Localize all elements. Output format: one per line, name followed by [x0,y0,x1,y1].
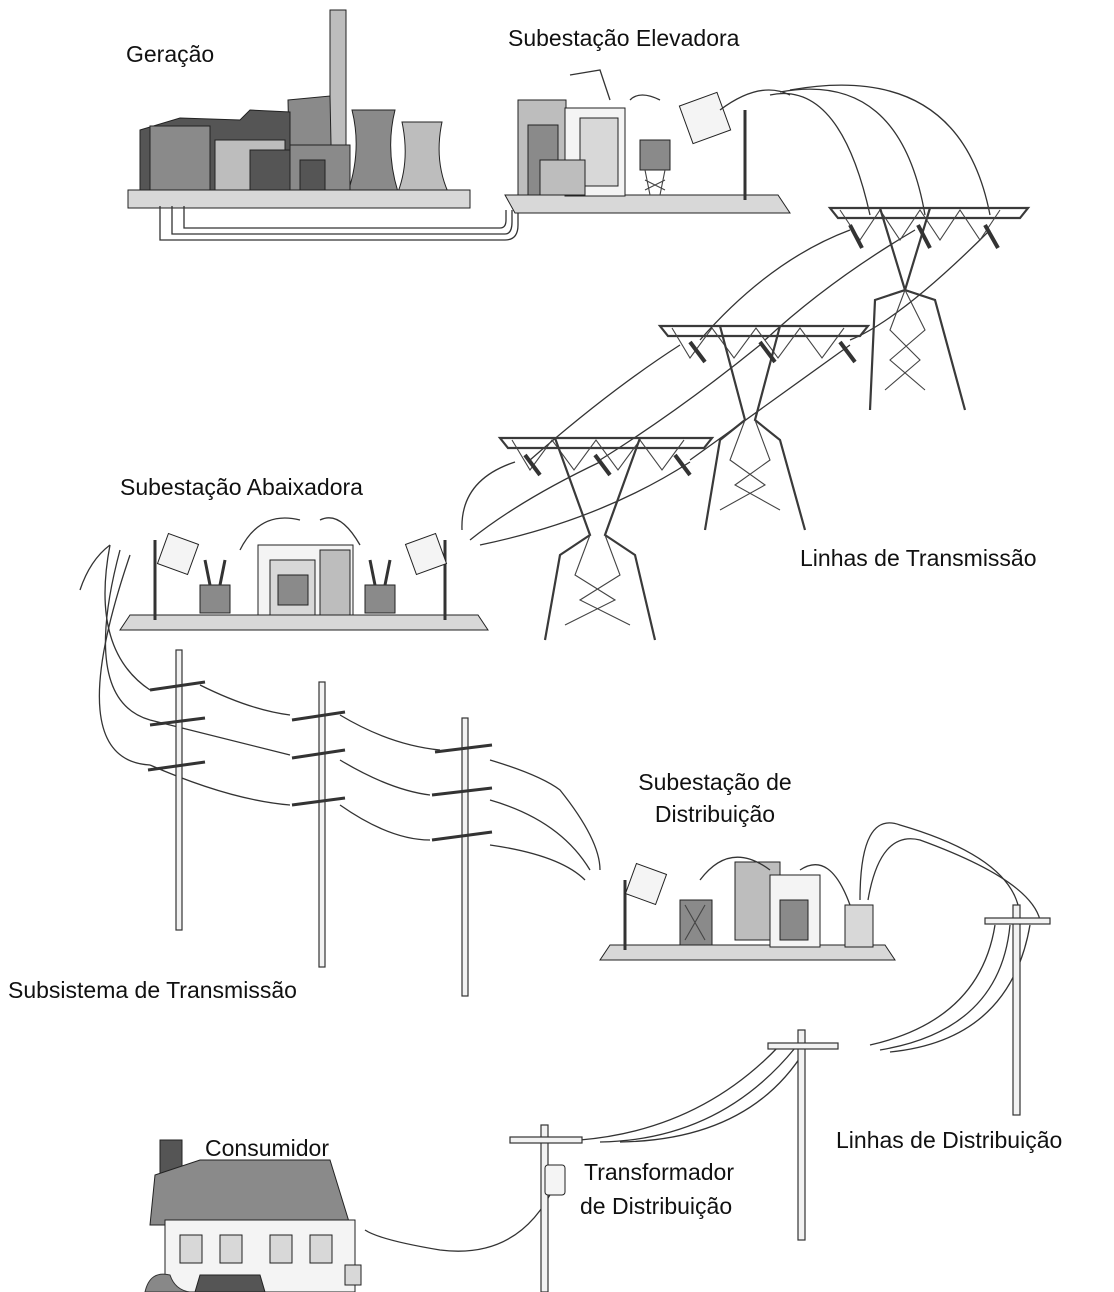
distribution-transformer-pole [509,1124,583,1292]
label-generation: Geração [126,41,215,67]
step-up-substation-illustration [504,69,791,214]
label-transmission-subsystem: Subsistema de Transmissão [8,977,297,1003]
transmission-tower-1 [827,206,1031,411]
label-distribution-substation-line1: Subestação de [638,769,792,795]
label-distribution-lines: Linhas de Distribuição [836,1127,1063,1153]
power-plant-illustration [127,9,519,241]
label-distribution-transformer-line1: Transformador [584,1159,734,1185]
step-down-substation-illustration [79,517,489,631]
label-consumer: Consumidor [205,1135,329,1161]
transmission-tower-2 [657,324,871,531]
house-illustration [144,1139,362,1292]
subtransmission-pole-3 [431,717,493,997]
distribution-substation-illustration [599,856,896,961]
label-distribution-substation-line2: Distribuição [654,801,776,827]
label-transmission-lines: Linhas de Transmissão [800,545,1037,571]
label-step-up-substation: Subestação Elevadora [508,25,740,51]
distribution-wires [364,822,1041,1252]
subtransmission-pole-1 [147,649,206,931]
label-step-down-substation: Subestação Abaixadora [120,474,363,500]
subtransmission-wires [98,544,601,881]
label-distribution-transformer-line2: de Distribuição [580,1193,733,1219]
distribution-pole-1 [984,904,1051,1116]
transmission-tower-3 [497,436,715,641]
subtransmission-pole-2 [291,681,346,968]
distribution-pole-2 [767,1029,839,1241]
